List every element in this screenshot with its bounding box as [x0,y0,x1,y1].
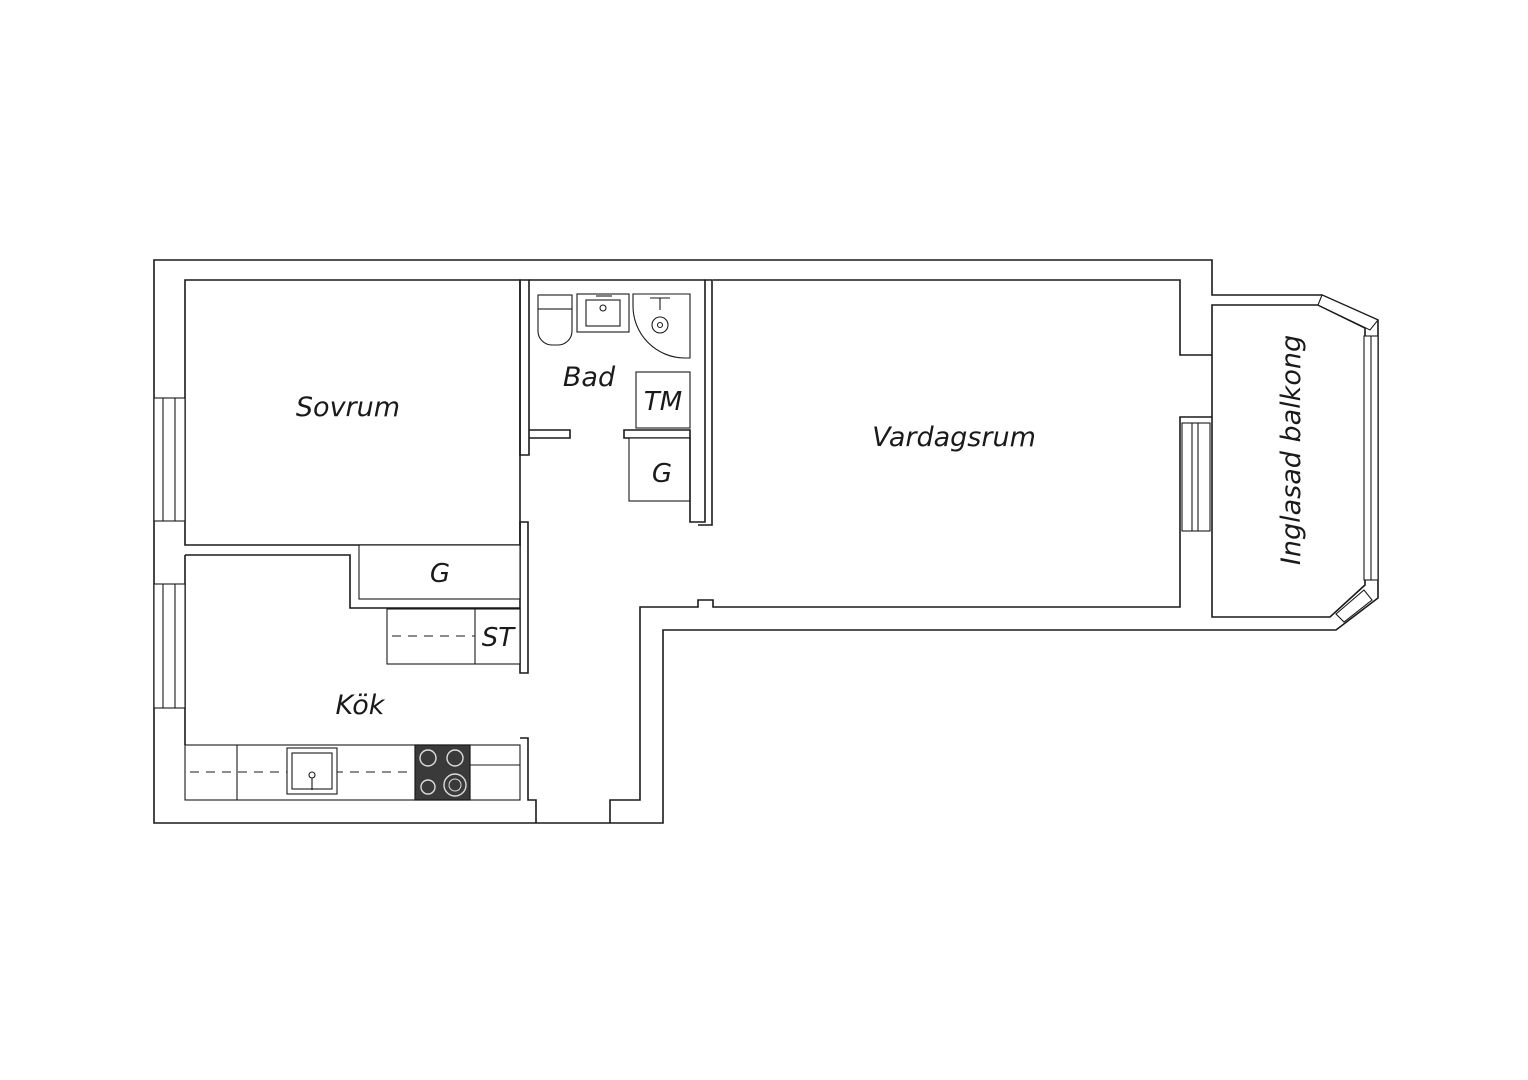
label-tm: TM [644,387,682,417]
window-icon [153,397,186,522]
label-g-bath: G [652,459,672,489]
bedroom: Sovrum [184,279,521,546]
label-st: ST [482,623,517,653]
hall-closets: G ST [185,521,529,674]
living-room: Vardagsrum [609,279,1212,823]
window-icon [1181,422,1211,532]
window-icon [153,583,186,709]
room-label-kok: Kök [336,690,386,721]
room-label-sovrum: Sovrum [296,392,400,423]
kitchen: Kök [184,555,537,823]
room-label-vardagsrum: Vardagsrum [872,422,1036,453]
room-label-bad: Bad [563,362,616,393]
shower-icon [632,293,691,359]
glazed-balcony: Inglasad balkong [1211,294,1379,623]
window-icon [1317,294,1379,331]
left-windows [153,397,186,709]
room-label-balkong: Inglasad balkong [1276,335,1307,565]
outer-walls [153,259,1379,824]
label-g-hall: G [430,559,450,589]
bathroom: Bad TM G [519,279,705,502]
